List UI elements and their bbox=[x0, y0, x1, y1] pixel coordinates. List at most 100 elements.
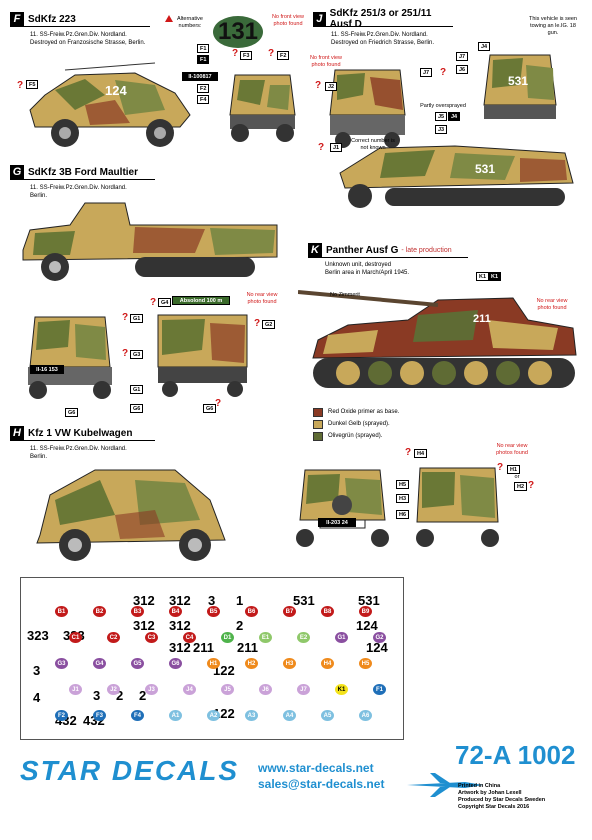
tag-g6: G6 bbox=[130, 404, 144, 413]
website-link[interactable]: www.star-decals.net bbox=[258, 761, 374, 775]
no-front-view-note-f: No front view photo found bbox=[271, 14, 305, 27]
section-k-letter: K bbox=[308, 243, 322, 257]
question-icon-g6: ? bbox=[215, 398, 222, 409]
question-icon-g4: ? bbox=[150, 297, 157, 308]
decal-chip-b7: B7 bbox=[283, 606, 296, 617]
no-rear-view-note-k: No rear view photo found bbox=[536, 298, 568, 311]
question-icon-j7: ? bbox=[440, 67, 447, 78]
decal-number: 312 bbox=[169, 593, 191, 608]
section-k-desc: Unknown unit, destroyed Berlin area in M… bbox=[325, 262, 410, 276]
tag-h2: H2 bbox=[514, 482, 528, 491]
decal-chip-j1: J1 bbox=[69, 684, 82, 695]
decal-chip-c1: C1 bbox=[69, 632, 82, 643]
question-icon-j1: ? bbox=[318, 142, 325, 153]
or-note: or bbox=[514, 474, 520, 480]
tag-g4: G4 bbox=[158, 298, 172, 307]
decal-chip-h4: H4 bbox=[321, 658, 334, 669]
section-f-header: F SdKfz 223 bbox=[10, 12, 150, 27]
tag-h3: H3 bbox=[396, 494, 410, 503]
decal-number: 323 bbox=[27, 628, 49, 643]
tag-h5: H5 bbox=[396, 480, 410, 489]
tag-j7-rear: J7 bbox=[456, 52, 469, 61]
decal-chip-h5: H5 bbox=[359, 658, 372, 669]
decal-chip-b3: B3 bbox=[131, 606, 144, 617]
decal-number: 312 bbox=[169, 618, 191, 633]
decal-number: 312 bbox=[133, 618, 155, 633]
sdkfz251-rear-number: 531 bbox=[508, 74, 528, 88]
no-rear-view-note-g: No rear view photo found bbox=[246, 292, 278, 305]
decal-chip-g4: G4 bbox=[93, 658, 106, 669]
decal-sheet: 312 312 312 312 312 531 531 323 323 122 … bbox=[20, 577, 404, 740]
decal-chip-f2: F2 bbox=[55, 710, 68, 721]
tag-f1-label: F1 bbox=[197, 44, 210, 53]
tag-j2: J2 bbox=[325, 82, 338, 91]
decal-chip-h1: H1 bbox=[207, 658, 220, 669]
decal-chip-c3: C3 bbox=[145, 632, 158, 643]
section-f-desc: 11. SS-Freiw.Pz.Gren.Div. Nordland. Dest… bbox=[30, 32, 146, 46]
sdkfz223-side-illustration: 124 bbox=[29, 62, 191, 147]
question-icon-j2: ? bbox=[315, 80, 322, 91]
tag-f4: F4 bbox=[197, 95, 210, 104]
decal-chip-d1: D1 bbox=[221, 632, 234, 643]
decal-number: 1 bbox=[236, 593, 244, 608]
decal-chip-j4: J4 bbox=[183, 684, 196, 695]
decal-chip-f1: F1 bbox=[373, 684, 386, 695]
question-icon-g2: ? bbox=[254, 318, 261, 329]
section-f-letter: F bbox=[10, 12, 24, 26]
tag-j6: J6 bbox=[456, 65, 469, 74]
alternative-numbers-note: Alternative numbers: bbox=[177, 16, 203, 29]
tag-j1: J1 bbox=[330, 143, 343, 152]
tag-k1-chip: K1 bbox=[488, 272, 502, 281]
sdkfz223-rear-illustration bbox=[229, 74, 296, 142]
credits-block: Printed in China Artwork by Johan Lexell… bbox=[458, 783, 546, 810]
tag-h6: H6 bbox=[396, 510, 410, 519]
tag-f1-chip: F1 bbox=[197, 55, 210, 64]
jet-aircraft-icon bbox=[407, 773, 483, 797]
brand-logo-text: STAR DECALS bbox=[20, 755, 240, 786]
kubelwagen-rear-illustration bbox=[416, 467, 499, 547]
tag-g2: G2 bbox=[262, 320, 276, 329]
decal-chip-a1: A1 bbox=[169, 710, 182, 721]
decal-chip-b2: B2 bbox=[93, 606, 106, 617]
absolut-marking: Absolond 100 m bbox=[172, 296, 230, 305]
alternative-number-badge: 131 bbox=[213, 16, 263, 48]
section-g-letter: G bbox=[10, 165, 24, 179]
section-h-title: Kfz 1 VW Kubelwagen bbox=[28, 427, 133, 439]
tag-g1: G1 bbox=[130, 385, 144, 394]
tag-g6-front: G6 bbox=[65, 408, 79, 417]
sdkfz251-front-illustration bbox=[329, 69, 406, 148]
kubelwagen-front-illustration bbox=[296, 469, 389, 547]
section-j-header: J SdKfz 251/3 or 251/11 Ausf D bbox=[313, 8, 453, 30]
decal-chip-c4: C4 bbox=[183, 632, 196, 643]
decal-chip-a4: A4 bbox=[283, 710, 296, 721]
decal-number: 211 bbox=[237, 640, 258, 655]
question-icon-f2: ? bbox=[268, 48, 275, 59]
decal-chip-b5: B5 bbox=[207, 606, 220, 617]
question-icon-h4: ? bbox=[405, 447, 412, 458]
legend-swatch-red-oxide bbox=[313, 408, 323, 417]
decal-chip-b6: B6 bbox=[245, 606, 258, 617]
towing-note: This vehicle is seen towing an le.IG. 18… bbox=[529, 16, 577, 36]
decal-number: 124 bbox=[366, 640, 388, 655]
question-icon-f3: ? bbox=[232, 48, 239, 59]
decal-chip-g2: G2 bbox=[373, 632, 386, 643]
decal-number: 4 bbox=[33, 690, 41, 705]
decal-chip-e2: E2 bbox=[297, 632, 310, 643]
decal-number: 2 bbox=[116, 688, 124, 703]
decal-chip-a5: A5 bbox=[321, 710, 334, 721]
kubelwagen-side-illustration bbox=[36, 469, 226, 561]
section-h-desc: 11. SS-Freiw.Pz.Gren.Div. Nordland. Berl… bbox=[30, 446, 127, 460]
section-h-header: H Kfz 1 VW Kubelwagen bbox=[10, 426, 155, 441]
tag-h1: H1 bbox=[507, 465, 521, 474]
question-icon-h2: ? bbox=[528, 480, 535, 491]
question-icon-g3: ? bbox=[122, 348, 129, 359]
decal-chip-j6: J6 bbox=[259, 684, 272, 695]
email-link[interactable]: sales@star-decals.net bbox=[258, 777, 385, 791]
decal-chip-g5: G5 bbox=[131, 658, 144, 669]
decal-chip-k1: K1 bbox=[335, 684, 348, 695]
red-triangle-icon bbox=[165, 15, 173, 22]
legend-label-dunkel-gelb: Dunkel Gelb (sprayed). bbox=[328, 421, 390, 427]
decal-chip-g6: G6 bbox=[169, 658, 182, 669]
decal-chip-a3: A3 bbox=[245, 710, 258, 721]
question-icon-f5: ? bbox=[17, 80, 24, 91]
